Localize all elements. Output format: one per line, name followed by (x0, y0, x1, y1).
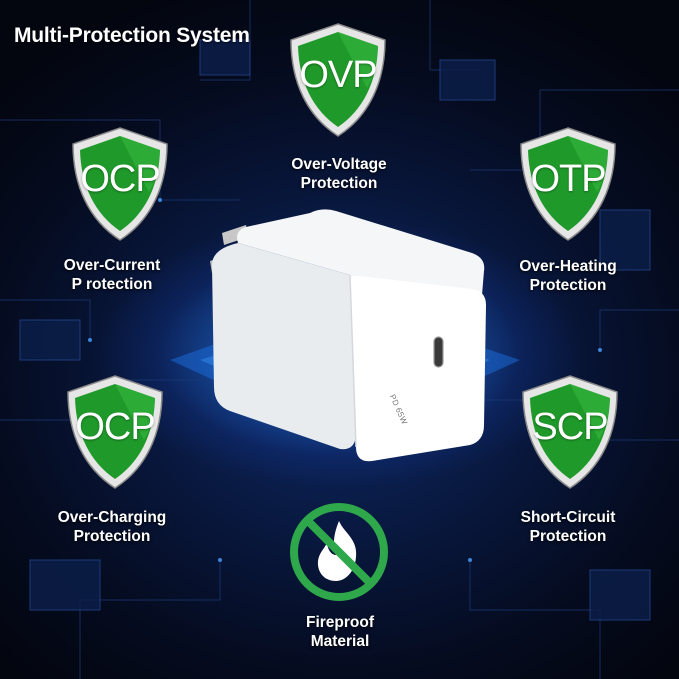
ovp-label-line1: Over-Voltage (291, 156, 387, 173)
scp-label-line1: Short-Circuit (520, 509, 616, 526)
shield-icon (522, 375, 618, 489)
shield-abbreviation: OCP (80, 158, 160, 200)
shield-icon (72, 127, 168, 241)
scp-shield: SCP (515, 372, 625, 492)
otp-label: Over-Heating Protection (488, 257, 648, 295)
shield-abbreviation: OCP (75, 406, 155, 448)
no-fire-icon (290, 503, 388, 601)
ocp-top-label-line2: P rotection (71, 276, 153, 293)
charger-image (210, 209, 486, 462)
ocp-bottom-label: Over-Charging Protection (32, 508, 192, 546)
otp-label-line2: Protection (529, 277, 607, 294)
fireproof-label: Fireproof Material (260, 613, 420, 651)
ovp-label: Over-Voltage Protection (259, 155, 419, 193)
fireproof-label-line1: Fireproof (305, 614, 375, 631)
page-title: Multi-Protection System (14, 24, 250, 47)
fireproof-label-line2: Material (310, 633, 370, 650)
shield-icon (520, 127, 616, 241)
scp-label: Short-Circuit Protection (488, 508, 648, 546)
ocp-top-label-line1: Over-Current (63, 257, 161, 274)
scp-label-line2: Protection (529, 528, 607, 545)
shield-icon (290, 23, 386, 137)
ocp-bottom-label-line2: Protection (73, 528, 151, 545)
ocp-bottom-shield: OCP (60, 372, 170, 492)
ocp-bottom-label-line1: Over-Charging (57, 509, 167, 526)
shield-abbreviation: OTP (530, 158, 606, 200)
fireproof-badge (284, 497, 394, 607)
ovp-shield: OVP (283, 20, 393, 140)
shield-abbreviation: SCP (532, 406, 608, 448)
otp-label-line1: Over-Heating (519, 258, 617, 275)
usb-c-charger: PD 65W (150, 205, 530, 475)
ocp-top-shield: OCP (65, 124, 175, 244)
shield-icon (67, 375, 163, 489)
shield-abbreviation: OVP (299, 54, 377, 96)
otp-shield: OTP (513, 124, 623, 244)
ovp-label-line2: Protection (300, 175, 378, 192)
ocp-top-label: Over-Current P rotection (32, 256, 192, 294)
